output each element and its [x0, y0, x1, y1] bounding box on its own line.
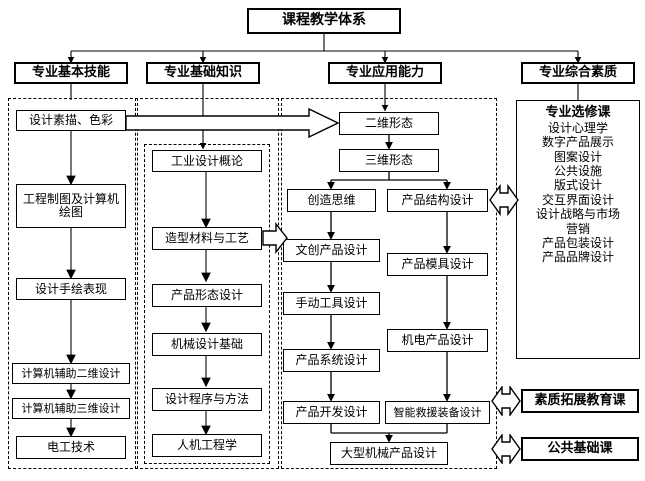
node-c1-5: 电工技术 [16, 436, 126, 459]
node-label: 造型材料与工艺 [164, 231, 249, 246]
header-label: 专业基本技能 [31, 64, 110, 80]
header-basic-knowledge: 专业基础知识 [146, 62, 260, 84]
node-c2-4: 设计程序与方法 [152, 388, 262, 411]
node-c1-3: 计算机辅助二维设计 [12, 363, 130, 384]
node-c1-2: 设计手绘表现 [16, 278, 126, 300]
elective-item-1: 数字产品展示 [541, 135, 614, 150]
node-label: 二维形态 [364, 116, 413, 131]
node-label: 创造思维 [307, 193, 356, 208]
node-label: 设计素描、色彩 [28, 113, 113, 128]
node-c2-2: 产品形态设计 [152, 284, 262, 307]
block-arrow-right-long [126, 108, 340, 138]
node-label: 工业设计概论 [170, 153, 243, 168]
node-label: 产品形态设计 [170, 288, 243, 303]
node-c3-8: 产品系统设计 [283, 349, 380, 372]
node-label: 机械设计基础 [170, 337, 243, 352]
node-c1-0: 设计素描、色彩 [16, 110, 126, 131]
group-frame-application-ability [281, 98, 497, 469]
node-label: 电工技术 [46, 440, 95, 455]
elective-item-4: 版式设计 [553, 178, 602, 193]
node-c1-1: 工程制图及计算机绘图 [16, 184, 126, 228]
group-frame-basic-knowledge-outer [135, 98, 279, 469]
node-c2-5: 人机工程学 [152, 434, 262, 457]
elective-item-5: 交互界面设计 [541, 192, 614, 207]
node-label: 设计程序与方法 [164, 392, 249, 407]
elective-course-panel: 专业选修课 设计心理学 数字产品展示 图案设计 公共设施 版式设计 交互界面设计… [516, 100, 640, 359]
header-label: 专业基础知识 [163, 64, 242, 80]
node-c3-6: 手动工具设计 [283, 292, 380, 315]
node-c3-5: 产品模具设计 [387, 253, 488, 276]
block-arrow-double-quality [491, 386, 521, 416]
node-label: 计算机辅助二维设计 [21, 366, 121, 380]
node-label: 产品系统设计 [295, 353, 368, 368]
node-label: 手动工具设计 [295, 296, 368, 311]
node-c3-3: 产品结构设计 [387, 189, 488, 212]
block-arrow-double-public [491, 434, 521, 464]
elective-item-2: 图案设计 [553, 149, 602, 164]
node-label: 人机工程学 [176, 438, 237, 453]
node-c3-0: 二维形态 [339, 112, 439, 135]
group-frame-basic-knowledge-inner [144, 144, 270, 464]
header-application-ability: 专业应用能力 [328, 62, 442, 84]
node-label: 文创产品设计 [295, 243, 368, 258]
diagram-title: 课程教学体系 [282, 12, 366, 29]
elective-item-0: 设计心理学 [547, 120, 608, 135]
header-basic-skills: 专业基本技能 [14, 62, 128, 84]
diagram-title-box: 课程教学体系 [247, 8, 401, 34]
elective-item-8: 产品包装设计 [541, 235, 614, 250]
node-c2-1: 造型材料与工艺 [152, 227, 262, 250]
elective-item-3: 公共设施 [553, 164, 602, 179]
node-c3-11: 大型机械产品设计 [330, 442, 448, 465]
node-label: 设计手绘表现 [34, 281, 107, 296]
node-label: 计算机辅助三维设计 [21, 401, 121, 415]
header-label: 专业综合素质 [538, 64, 617, 80]
public-basic-course-box: 公共基础课 [521, 437, 639, 461]
elective-item-9: 产品品牌设计 [541, 250, 614, 265]
quality-education-course-box: 素质拓展教育课 [521, 389, 639, 413]
node-label: 素质拓展教育课 [534, 392, 626, 408]
node-label: 智能救援装备设计 [393, 405, 482, 419]
elective-item-7: 营销 [565, 221, 590, 236]
node-c3-4: 文创产品设计 [283, 239, 380, 262]
elective-title: 专业选修课 [545, 105, 611, 120]
node-c3-1: 三维形态 [339, 149, 439, 172]
node-c3-7: 机电产品设计 [387, 329, 488, 352]
node-label: 产品开发设计 [295, 405, 368, 420]
header-label: 专业应用能力 [345, 64, 424, 80]
node-c3-2: 创造思维 [287, 189, 376, 212]
node-c2-0: 工业设计概论 [152, 150, 262, 172]
header-comprehensive-quality: 专业综合素质 [521, 62, 635, 84]
node-label: 大型机械产品设计 [340, 446, 437, 461]
node-label: 产品模具设计 [401, 257, 474, 272]
node-c3-9: 产品开发设计 [283, 401, 380, 424]
block-arrow-right-small [262, 222, 288, 254]
node-label: 三维形态 [364, 153, 413, 168]
node-label: 机电产品设计 [401, 333, 474, 348]
group-frame-basic-skills [8, 98, 138, 469]
node-c1-4: 计算机辅助三维设计 [12, 398, 130, 419]
node-label: 公共基础课 [547, 440, 613, 456]
node-label: 产品结构设计 [401, 193, 474, 208]
elective-item-6: 设计战略与市场 [535, 207, 620, 222]
node-label: 工程制图及计算机绘图 [22, 192, 119, 219]
node-c2-3: 机械设计基础 [152, 333, 262, 356]
block-arrow-double-elective [489, 184, 519, 216]
node-c3-10: 智能救援装备设计 [385, 401, 490, 424]
